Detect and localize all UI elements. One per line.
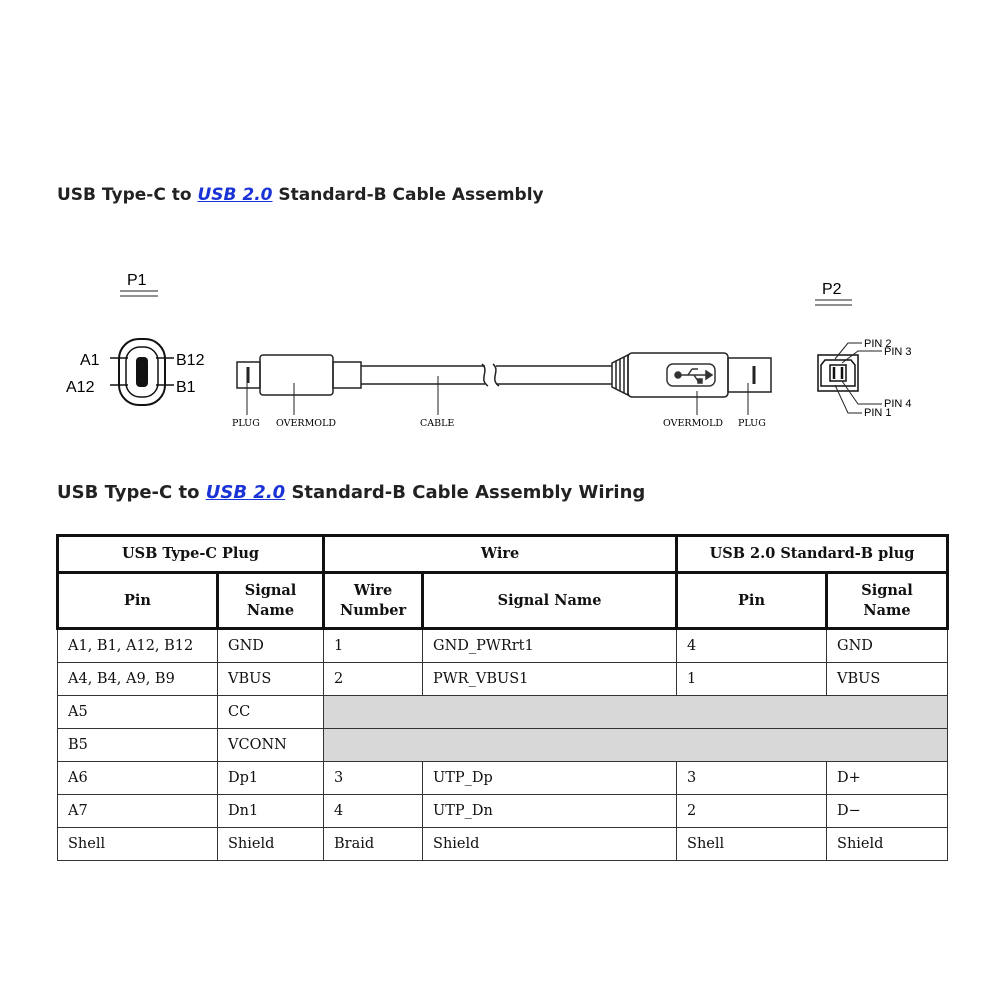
table-cell: A5	[57, 695, 218, 729]
table-cell: Shell	[57, 827, 218, 861]
pin-label-b1: B1	[176, 379, 196, 396]
assembly-title-post: Standard-B Cable Assembly	[272, 185, 544, 205]
col-header-wire-signal: Signal Name	[421, 571, 679, 630]
callout-plug-left: PLUG	[232, 418, 260, 429]
col-header-stdb-signal: Signal Name	[825, 571, 950, 630]
p2-pin3-label: PIN 3	[884, 346, 912, 358]
table-cell: D+	[826, 761, 949, 795]
table-cell: 1	[323, 628, 424, 663]
wiring-title-post: Standard-B Cable Assembly Wiring	[285, 482, 646, 503]
table-cell: UTP_Dn	[422, 794, 678, 828]
table-row: Shell Shield Braid Shield Shell Shield	[57, 827, 949, 861]
table-cell: Dn1	[216, 794, 325, 828]
table-row: A6 Dp1 3 UTP_Dp 3 D+	[57, 761, 949, 795]
table-row: B5 VCONN	[57, 728, 949, 762]
usb20-link[interactable]: USB 2.0	[197, 185, 273, 205]
table-cell: A4, B4, A9, B9	[57, 662, 218, 696]
pin-label-a12: A12	[66, 379, 95, 396]
col-header-typec-signal: Signal Name	[215, 571, 326, 630]
standard-b-receptacle	[817, 354, 859, 392]
column-header-row: Pin Signal Name Wire Number Signal Name …	[56, 571, 950, 630]
cable	[361, 363, 612, 387]
type-c-plug-assembly	[236, 354, 362, 396]
table-row: A1, B1, A12, B12 GND 1 GND_PWRrt1 4 GND	[57, 628, 949, 663]
table-cell: VBUS	[216, 662, 325, 696]
table-cell: PWR_VBUS1	[422, 662, 678, 696]
usb-c-connector	[110, 338, 174, 406]
col-header-typec-pin: Pin	[56, 571, 219, 630]
pin-label-b12: B12	[176, 352, 205, 369]
col-header-stdb-pin: Pin	[675, 571, 829, 630]
table-cell-not-connected	[323, 695, 949, 729]
table-cell: 4	[676, 628, 828, 663]
cable-diagram: P1 A1 A12 B12 B1	[66, 272, 912, 429]
wiring-table: USB Type-C Plug Wire USB 2.0 Standard-B …	[55, 534, 950, 861]
callout-overmold-left: OVERMOLD	[276, 418, 336, 429]
table-cell: 1	[676, 662, 828, 696]
table-row: A7 Dn1 4 UTP_Dn 2 D−	[57, 794, 949, 828]
group-header-row: USB Type-C Plug Wire USB 2.0 Standard-B …	[55, 534, 950, 574]
table-cell: UTP_Dp	[422, 761, 678, 795]
table-cell: Shell	[676, 827, 828, 861]
table-cell-not-connected	[323, 728, 949, 762]
table-cell: GND_PWRrt1	[422, 628, 678, 663]
table-cell: A7	[57, 794, 218, 828]
callout-overmold-right: OVERMOLD	[663, 418, 723, 429]
table-cell: Dp1	[216, 761, 325, 795]
table-cell: A6	[57, 761, 218, 795]
table-cell: Shield	[826, 827, 949, 861]
assembly-title: USB Type-C to USB 2.0 Standard-B Cable A…	[57, 185, 544, 205]
p2-pin4-label: PIN 4	[884, 398, 912, 410]
group-header-standard-b: USB 2.0 Standard-B plug	[675, 534, 950, 574]
table-cell: 2	[323, 662, 424, 696]
table-cell: GND	[826, 628, 949, 663]
usb-logo-icon	[666, 363, 716, 387]
wiring-title-pre: USB Type-C to	[57, 482, 206, 503]
table-cell: A1, B1, A12, B12	[57, 628, 218, 663]
callout-plug-right: PLUG	[738, 418, 766, 429]
p2-pin2-label: PIN 2	[864, 338, 892, 350]
table-cell: GND	[216, 628, 325, 663]
group-header-wire: Wire	[322, 534, 679, 574]
pin-label-a1: A1	[80, 352, 100, 369]
table-row: A5 CC	[57, 695, 949, 729]
table-row: A4, B4, A9, B9 VBUS 2 PWR_VBUS1 1 VBUS	[57, 662, 949, 696]
table-cell: 4	[323, 794, 424, 828]
p2-label: P2	[822, 281, 842, 298]
table-cell: 3	[323, 761, 424, 795]
table-cell: B5	[57, 728, 218, 762]
p2-pin1-label: PIN 1	[864, 407, 892, 419]
callout-cable: CABLE	[420, 418, 454, 429]
usb20-link-2[interactable]: USB 2.0	[205, 482, 286, 503]
table-cell: 3	[676, 761, 828, 795]
table-cell: Shield	[422, 827, 678, 861]
wiring-title: USB Type-C to USB 2.0 Standard-B Cable A…	[57, 482, 645, 503]
p1-label: P1	[127, 272, 147, 289]
table-cell: VCONN	[216, 728, 325, 762]
group-header-type-c: USB Type-C Plug	[55, 534, 326, 574]
assembly-title-pre: USB Type-C to	[57, 185, 198, 205]
table-cell: VBUS	[826, 662, 949, 696]
col-header-wire-number: Wire Number	[322, 571, 425, 630]
table-cell: 2	[676, 794, 828, 828]
table-cell: D−	[826, 794, 949, 828]
table-cell: Shield	[216, 827, 325, 861]
standard-b-plug-assembly	[611, 352, 772, 398]
table-cell: CC	[216, 695, 325, 729]
table-cell: Braid	[323, 827, 424, 861]
